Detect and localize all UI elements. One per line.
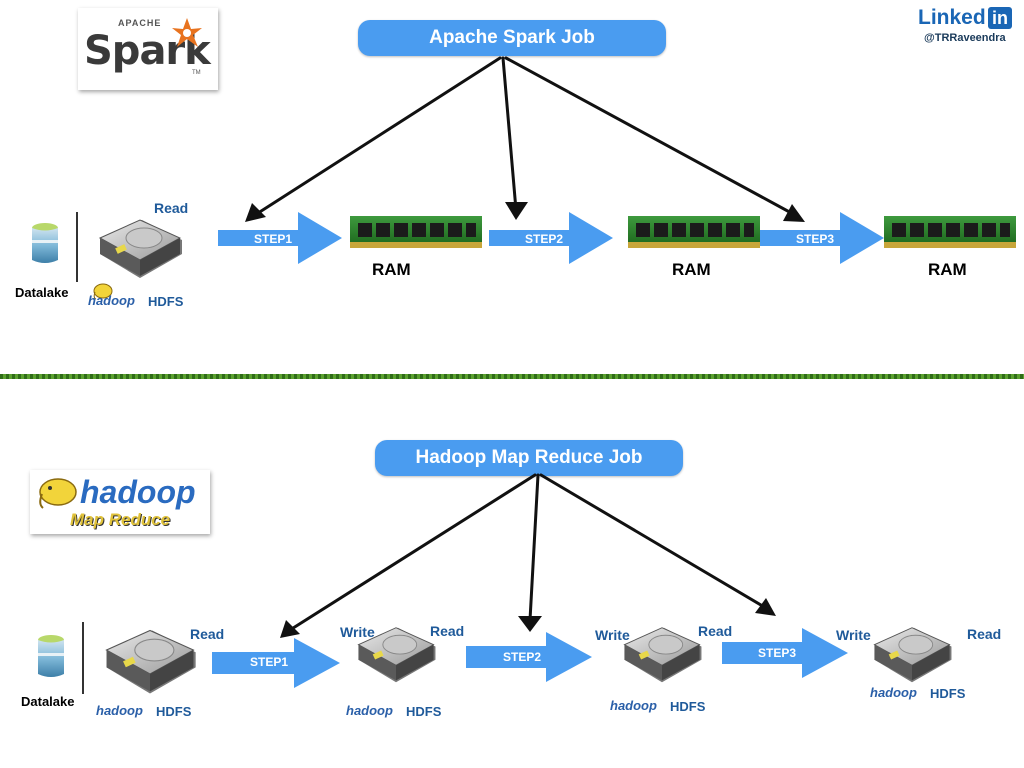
spark-connector-arrowhead-1: [245, 203, 266, 222]
read-label: Read: [190, 626, 225, 642]
step1-label: STEP1: [254, 232, 293, 246]
hdfs-label: HDFS: [930, 686, 966, 701]
hard-disk-icon: [105, 629, 196, 694]
linkedin-brand: Linked in @TRRaveendra: [916, 6, 1016, 46]
step1-arrow: [212, 638, 340, 688]
datalake-label: Datalake: [21, 694, 75, 709]
step2-arrow: [489, 212, 613, 264]
hard-disk-icon: [98, 219, 182, 278]
ram-module-icon: [350, 216, 482, 248]
hard-disk-icon: [357, 627, 436, 683]
hadoop-connector-arrowhead-1: [280, 620, 300, 638]
step2-arrow: [466, 632, 592, 682]
step1-arrow: [218, 212, 342, 264]
hdfs-label: HDFS: [148, 294, 184, 309]
spark-logo: APACHE Spark TM: [78, 8, 218, 90]
ram-module-icon: [628, 216, 760, 248]
read-label: Read: [154, 200, 189, 216]
hadoop-job-title: Hadoop Map Reduce Job: [375, 440, 683, 476]
read-label: Read: [430, 623, 465, 639]
datalake-icon: [32, 223, 58, 263]
hadoop-hdfs-logo-text: hadoop: [88, 293, 135, 308]
datalake-label: Datalake: [15, 285, 69, 300]
hadoop-mapreduce-logo: hadoop Map Reduce: [30, 470, 210, 534]
hadoop-elephant-icon: [39, 478, 77, 509]
step2-label: STEP2: [503, 650, 542, 664]
step3-label: STEP3: [796, 232, 835, 246]
hdfs-label: HDFS: [406, 704, 442, 719]
write-label: Write: [836, 627, 871, 643]
hdfs-label: HDFS: [670, 699, 706, 714]
ram-label: RAM: [372, 260, 411, 279]
hadoop-job-connectors: [280, 473, 776, 638]
read-label: Read: [698, 623, 733, 639]
spark-job-title: Apache Spark Job: [358, 20, 666, 56]
section-divider: [0, 374, 1024, 379]
step3-arrow: [760, 212, 884, 264]
ram-label: RAM: [672, 260, 711, 279]
step3-arrow: [722, 628, 848, 678]
spark-connector-arrowhead-2: [505, 202, 528, 220]
hadoop-hdfs-logo-text: hadoop: [610, 698, 657, 713]
write-label: Write: [340, 624, 375, 640]
hadoop-hdfs-logo-text: hadoop: [346, 703, 393, 718]
hadoop-hdfs-logo-text: hadoop: [96, 703, 143, 718]
datalake-icon: [38, 635, 64, 677]
spark-star-icon: [172, 18, 202, 47]
step1-label: STEP1: [250, 655, 289, 669]
spark-connector-arrowhead-3: [783, 204, 805, 222]
hard-disk-icon: [873, 627, 952, 683]
hadoop-connector-arrowhead-3: [755, 598, 776, 616]
step3-label: STEP3: [758, 646, 797, 660]
hdfs-label: HDFS: [156, 704, 192, 719]
mapreduce-logo-text: Map Reduce: [70, 510, 171, 529]
spark-logo-tm: TM: [192, 70, 201, 76]
write-label: Write: [595, 627, 630, 643]
read-label: Read: [967, 626, 1002, 642]
hadoop-elephant-icon: [93, 283, 113, 300]
ram-module-icon: [884, 216, 1016, 248]
hadoop-hdfs-logo-text: hadoop: [870, 685, 917, 700]
linkedin-handle: @TRRaveendra: [924, 32, 1006, 44]
linkedin-in-icon: in: [988, 7, 1012, 29]
linkedin-wordmark: Linked: [918, 6, 986, 29]
hard-disk-icon: [623, 627, 702, 683]
datalake-divider: [82, 622, 84, 694]
step2-label: STEP2: [525, 232, 564, 246]
hadoop-connector-arrowhead-2: [518, 616, 542, 632]
spark-logo-small-text: APACHE: [118, 18, 162, 28]
ram-label: RAM: [928, 260, 967, 279]
spark-job-connectors: [245, 56, 805, 222]
hadoop-logo-text: hadoop: [80, 474, 196, 510]
datalake-divider: [76, 212, 78, 282]
